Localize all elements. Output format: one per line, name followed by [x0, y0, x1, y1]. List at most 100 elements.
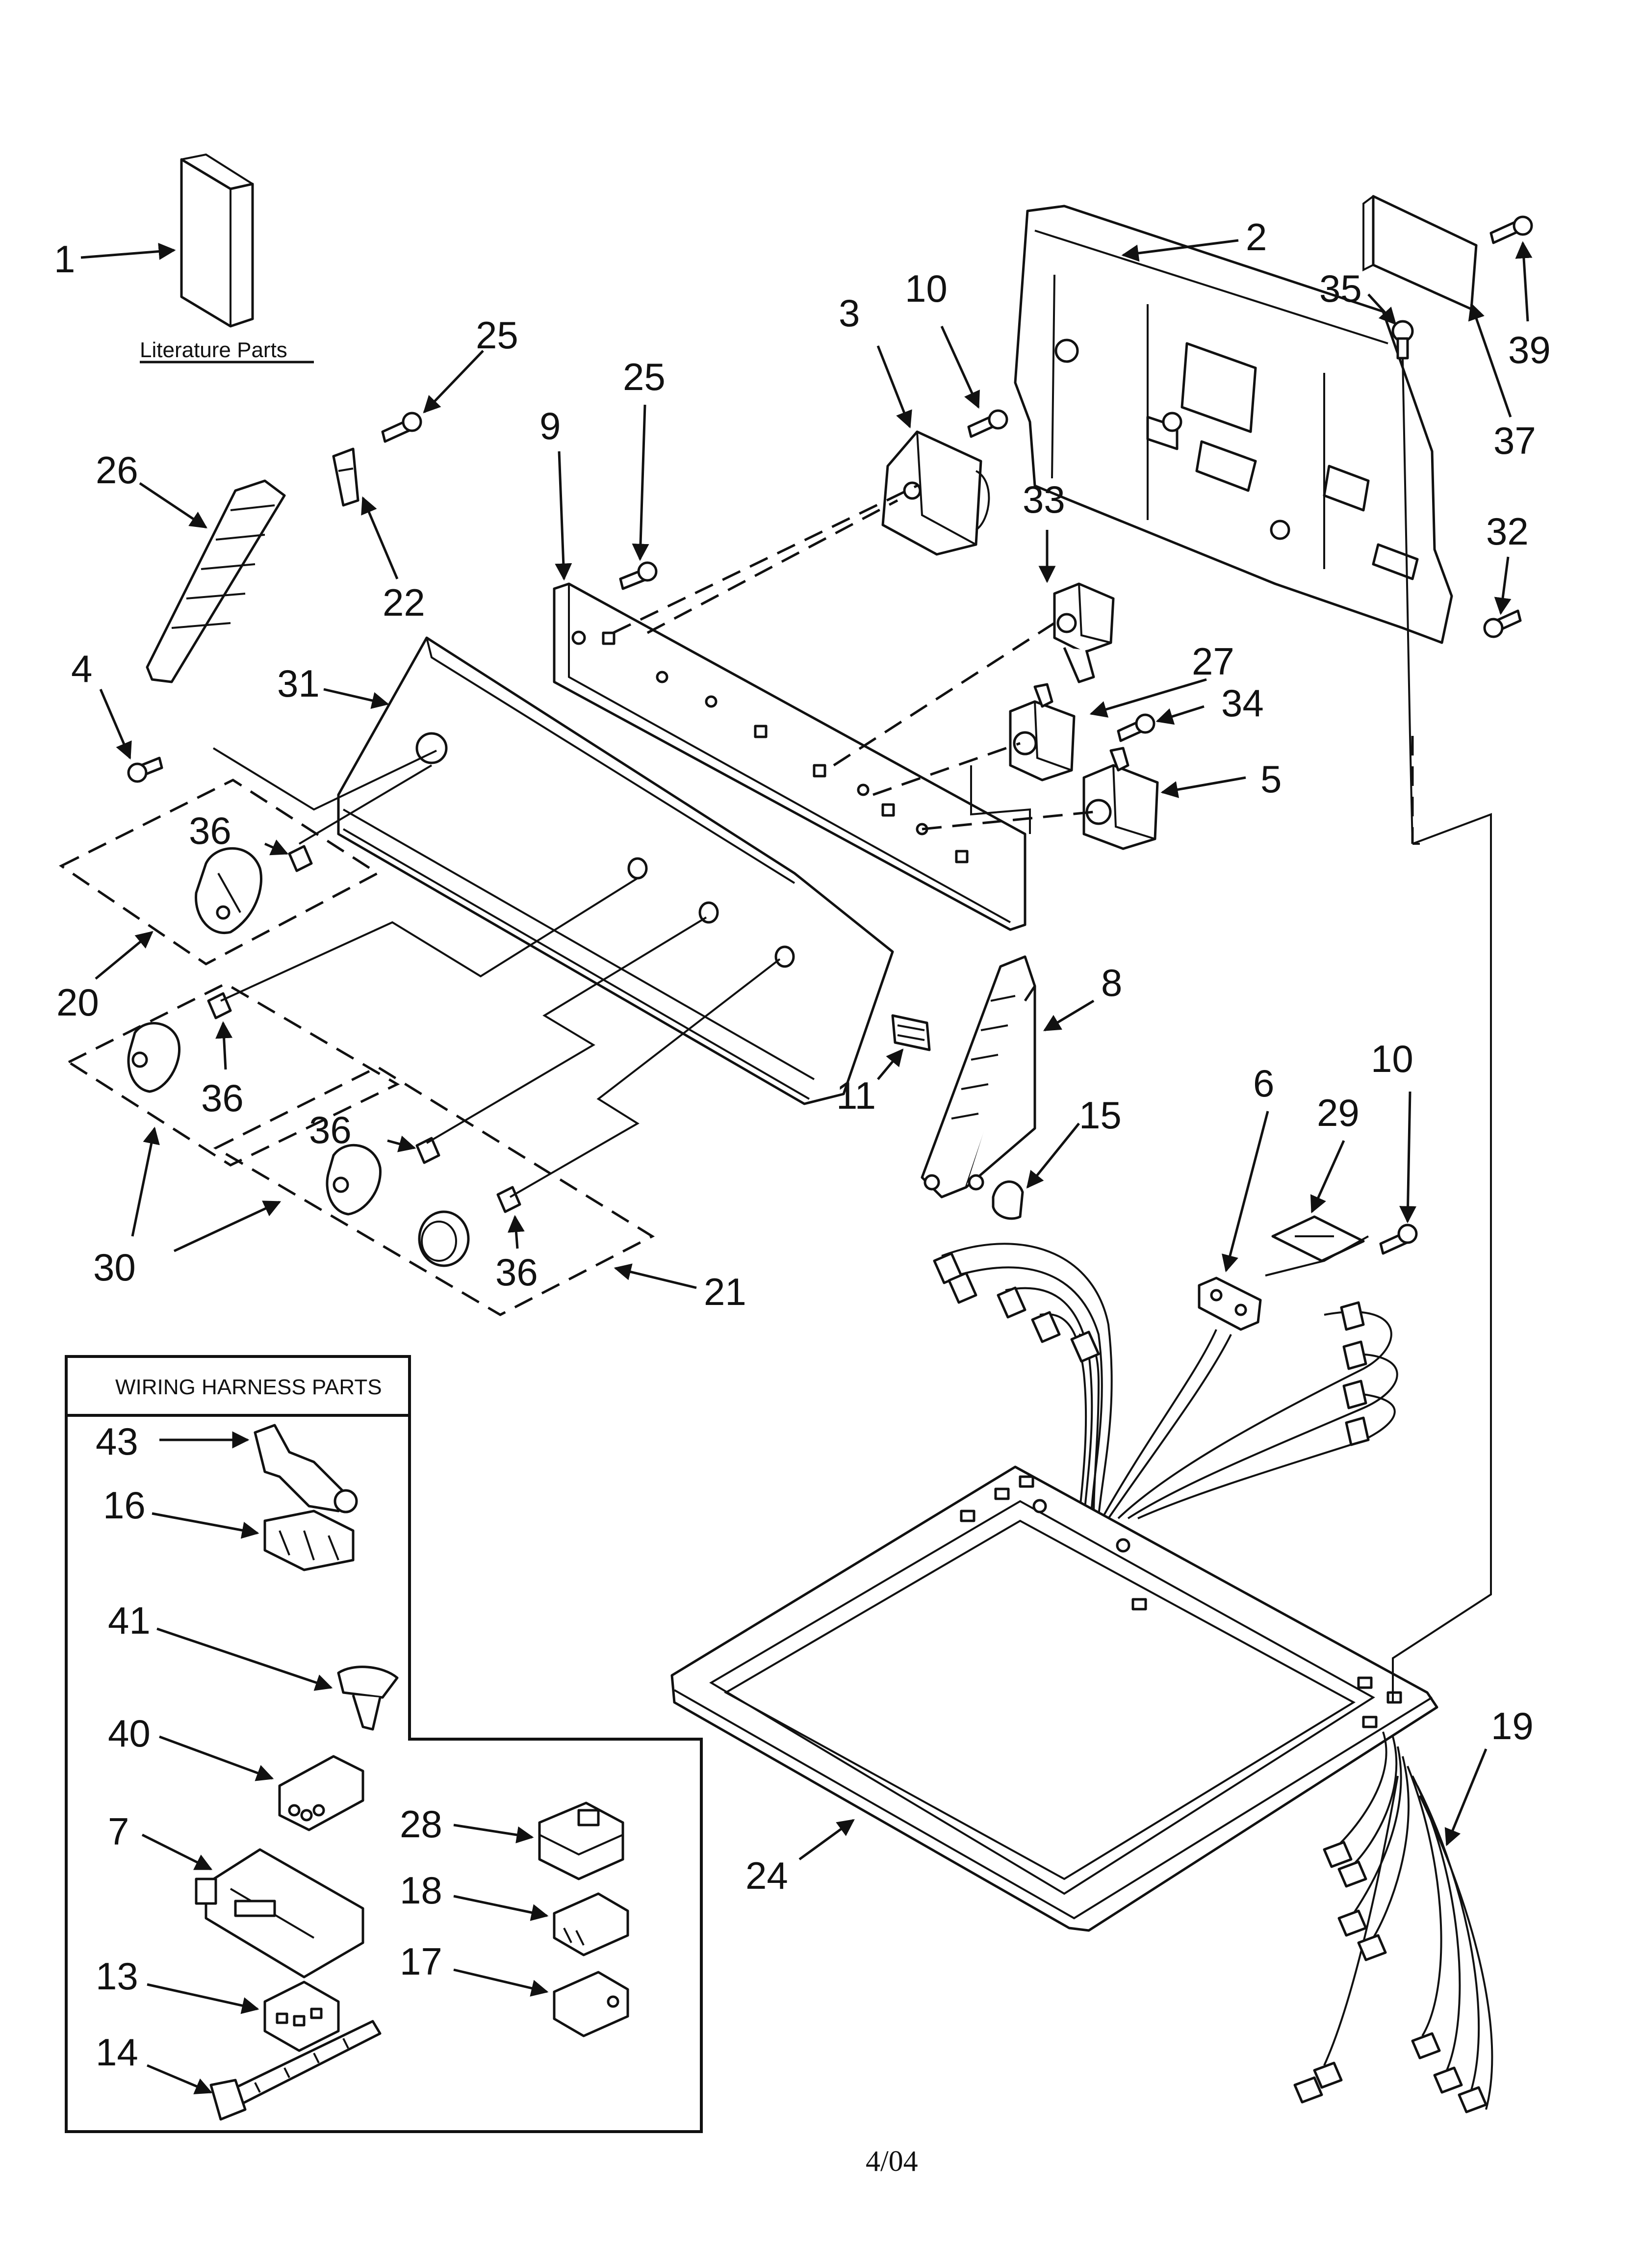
- callout-36-right: 36: [495, 1251, 538, 1294]
- leader-16: [152, 1512, 259, 1539]
- leader-39: [1515, 241, 1533, 322]
- leader-36-middle: [387, 1135, 416, 1152]
- leader-15: [1026, 1122, 1080, 1189]
- label-line: [1265, 1235, 1369, 1277]
- align-line-4: [426, 916, 707, 1144]
- leader-36-left: [215, 1021, 233, 1070]
- callout-9: 9: [539, 404, 561, 447]
- callout-6: 6: [1253, 1062, 1274, 1105]
- callout-31: 31: [277, 662, 320, 705]
- leader-36-top: [264, 839, 289, 856]
- callout-33: 33: [1023, 478, 1065, 521]
- switch-27: [1009, 683, 1076, 782]
- harness-wires-lower: [1323, 1731, 1493, 2110]
- callout-39: 39: [1508, 328, 1551, 371]
- screw-34: [1117, 713, 1155, 742]
- leader-40: [159, 1735, 274, 1781]
- connector-17: [553, 1971, 629, 2037]
- leader-1: [80, 243, 176, 260]
- callout-20: 20: [56, 981, 99, 1024]
- leader-13: [147, 1983, 259, 2014]
- callout-2: 2: [1246, 215, 1267, 259]
- callout-35: 35: [1319, 267, 1362, 310]
- harness-terminals-lower: [1293, 1841, 1488, 2113]
- leader-28: [453, 1824, 534, 1844]
- end-cap-left: [146, 479, 286, 683]
- callout-16: 16: [103, 1484, 146, 1527]
- leader-2: [1121, 239, 1239, 262]
- cover-plate: [1362, 195, 1478, 311]
- callout-30: 30: [93, 1246, 136, 1289]
- insert-36-middle: [415, 1137, 440, 1164]
- callout-34: 34: [1221, 681, 1264, 725]
- leader-30-upper: [131, 1126, 160, 1237]
- callout-22: 22: [383, 581, 425, 624]
- connector-28: [538, 1801, 624, 1880]
- leader-14: [147, 2064, 213, 2094]
- leader-10-top: [940, 325, 980, 409]
- dash-timer-2: [646, 499, 898, 634]
- leader-3: [876, 345, 912, 429]
- screw-4: [127, 756, 163, 783]
- leader-9: [555, 451, 572, 581]
- callout-32: 32: [1486, 510, 1529, 553]
- display-11: [891, 1014, 931, 1051]
- block-40: [278, 1755, 364, 1831]
- leader-19: [1444, 1748, 1488, 1847]
- side-bracket: [921, 955, 1036, 1199]
- callout-5: 5: [1260, 757, 1282, 801]
- callout-36-left: 36: [201, 1076, 244, 1120]
- callout-24: 24: [745, 1854, 788, 1897]
- leader-10-right: [1399, 1091, 1417, 1224]
- leader-32: [1494, 556, 1512, 615]
- leader-34: [1155, 705, 1205, 725]
- leader-37: [1468, 302, 1512, 417]
- leader-41: [156, 1627, 333, 1691]
- knob-30: [127, 1022, 181, 1093]
- leader-29: [1310, 1140, 1345, 1214]
- rear-panel: [1014, 205, 1453, 644]
- callout-17: 17: [400, 1940, 442, 1983]
- leader-5: [1160, 776, 1246, 798]
- footer-date: 4/04: [866, 2145, 918, 2177]
- screw-25-left: [381, 412, 422, 443]
- callout-40: 40: [108, 1712, 151, 1755]
- callout-37: 37: [1493, 419, 1536, 462]
- callout-41: 41: [108, 1599, 151, 1642]
- leader-22: [361, 496, 399, 579]
- callout-3: 3: [839, 291, 860, 335]
- harness-terminals-upper: [933, 1252, 1370, 1446]
- leader-6: [1222, 1111, 1269, 1273]
- align-line-3: [220, 877, 639, 1002]
- cable-tie-14: [209, 2020, 382, 2121]
- clip-15: [992, 1180, 1024, 1220]
- leader-24: [798, 1819, 855, 1861]
- align-bracket: [970, 765, 1031, 834]
- screw-10-right: [1379, 1224, 1418, 1255]
- callout-1: 1: [54, 237, 75, 281]
- callout-36-middle: 36: [309, 1108, 352, 1151]
- leader-11: [877, 1048, 904, 1080]
- clip-41: [337, 1666, 399, 1731]
- ground-screw: [1391, 320, 1414, 360]
- leader-36-right: [507, 1215, 525, 1249]
- clip-22: [332, 447, 359, 507]
- callout-25-left: 25: [476, 313, 518, 357]
- callout-26: 26: [96, 448, 138, 492]
- leader-31: [323, 688, 389, 709]
- callout-36-top: 36: [189, 809, 231, 852]
- wiring-box-title: WIRING HARNESS PARTS: [115, 1375, 382, 1399]
- knob-21-b: [418, 1210, 470, 1267]
- callout-10-right: 10: [1371, 1037, 1413, 1080]
- callout-15: 15: [1079, 1094, 1122, 1137]
- leader-18: [453, 1895, 549, 1921]
- group-30-outline: [66, 982, 400, 1167]
- callout-25-center: 25: [623, 355, 666, 398]
- leader-21: [614, 1263, 697, 1289]
- leader-8: [1043, 999, 1095, 1032]
- callout-8: 8: [1101, 961, 1122, 1004]
- dash-33: [833, 622, 1055, 767]
- connector-7: [195, 1848, 364, 1979]
- group-20-outline: [59, 779, 380, 965]
